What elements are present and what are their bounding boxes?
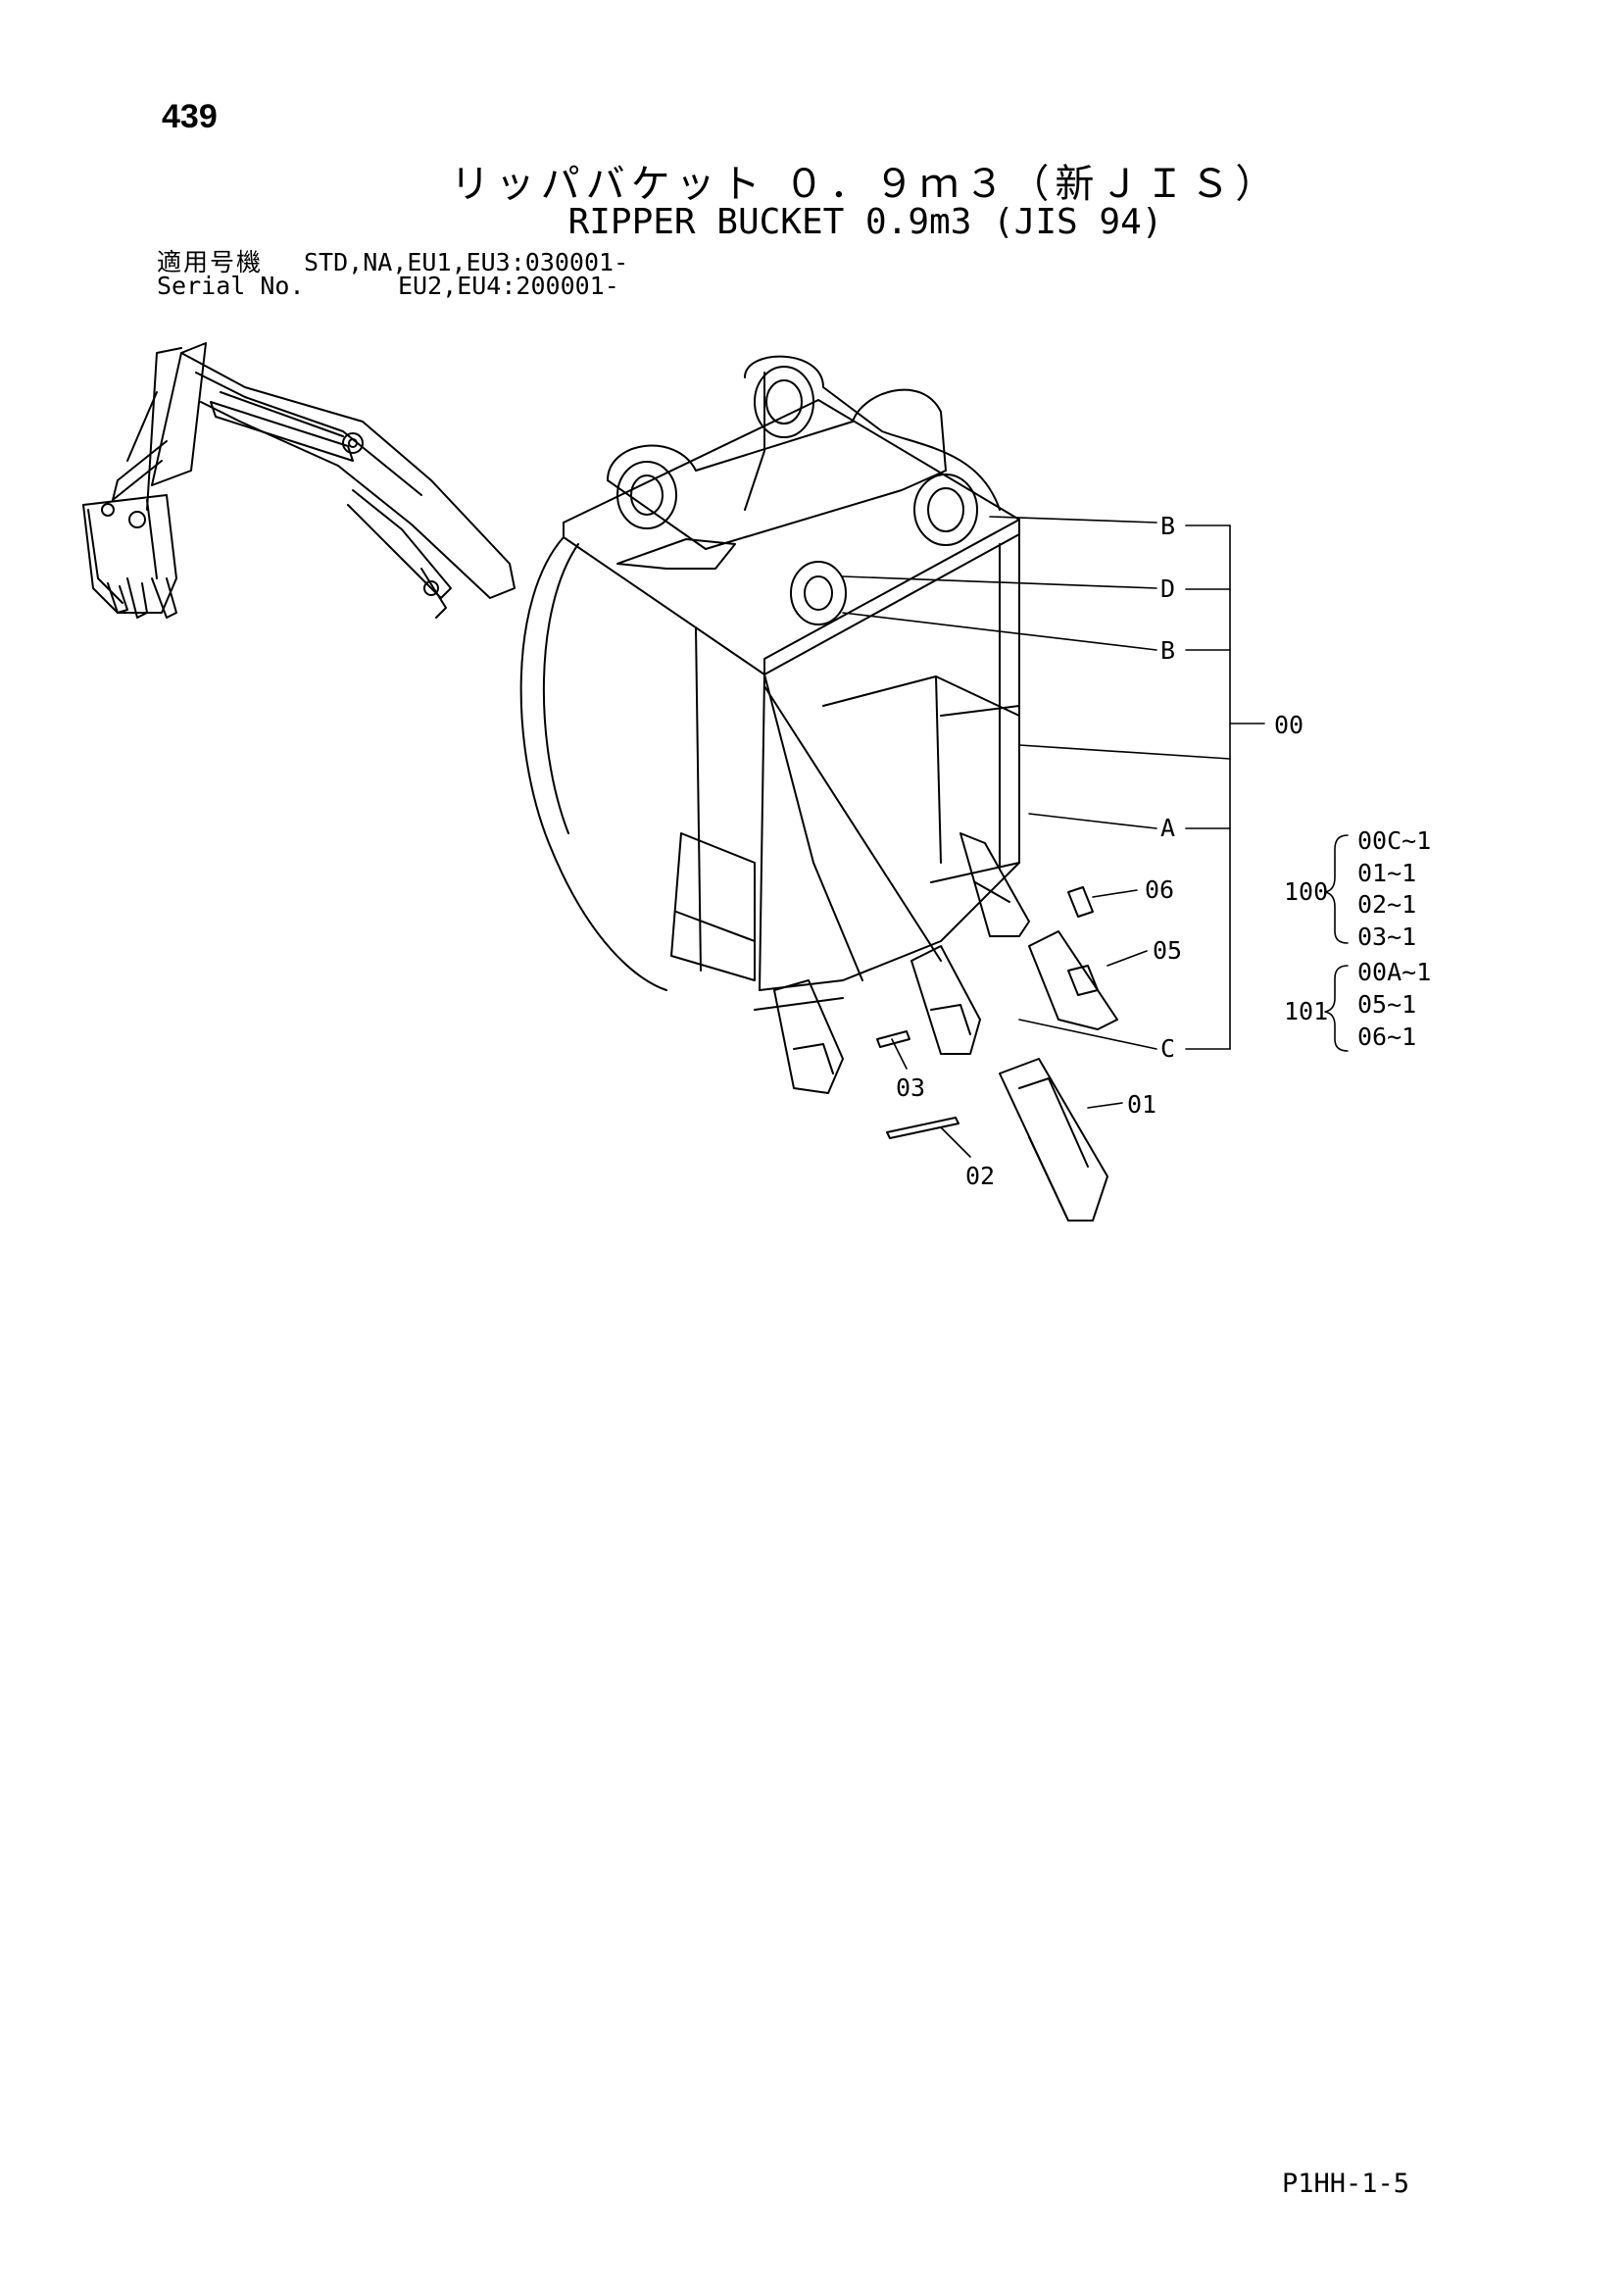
kit-101-item: 00A~1 — [1357, 958, 1431, 986]
serial-info: 適用号機 STD,NA,EU1,EU3:030001- Serial No. E… — [157, 248, 629, 300]
part-03-shape — [876, 1030, 910, 1048]
callout-b-mid: B — [1160, 636, 1175, 665]
callout-d: D — [1160, 574, 1175, 603]
serial-label-jp: 適用号機 — [157, 248, 264, 276]
kit-101-id: 101 — [1284, 997, 1328, 1025]
callout-05: 05 — [1153, 936, 1182, 965]
bucket-drawing — [519, 355, 1030, 1094]
part-02-shape — [886, 1117, 959, 1139]
callout-c: C — [1160, 1034, 1175, 1063]
serial-label-en: Serial No. — [157, 272, 305, 300]
part-06-shape — [1067, 886, 1094, 918]
part-05-shape — [1028, 930, 1118, 1030]
callout-03: 03 — [896, 1073, 925, 1102]
page-number: 439 — [162, 98, 218, 135]
serial-value-1: STD,NA,EU1,EU3:030001- — [304, 248, 629, 276]
footer-code: P1HH-1-5 — [1282, 2169, 1410, 2199]
title-english: RIPPER BUCKET 0.9m3 (JIS 94) — [567, 202, 1163, 242]
kit-100-item: 00C~1 — [1357, 826, 1431, 855]
title-japanese: リッパバケット ０．９ｍ３（新ＪＩＳ） — [450, 162, 1281, 207]
kit-100-id: 100 — [1284, 877, 1328, 906]
kit-101-item: 05~1 — [1357, 990, 1416, 1019]
callout-06: 06 — [1145, 875, 1174, 904]
kit-100-item: 01~1 — [1357, 859, 1416, 887]
callout-a: A — [1160, 814, 1175, 842]
serial-value-2: EU2,EU4:200001- — [398, 272, 619, 300]
callout-b-top: B — [1160, 512, 1175, 540]
callout-02: 02 — [965, 1162, 995, 1190]
callout-labels: B D B 00 A C 06 05 03 01 02 100 00C~1 01… — [896, 512, 1431, 1190]
serial-row-1: 適用号機 STD,NA,EU1,EU3:030001- — [157, 248, 629, 276]
kit-100-item: 03~1 — [1357, 923, 1416, 951]
excavator-arm-thumbnail — [82, 342, 516, 619]
serial-row-2: Serial No. EU2,EU4:200001- — [157, 272, 628, 300]
kit-101-item: 06~1 — [1357, 1023, 1416, 1051]
callout-00: 00 — [1274, 711, 1303, 739]
kit-100-item: 02~1 — [1357, 890, 1416, 919]
leader-lines — [842, 516, 1349, 1158]
callout-01: 01 — [1127, 1090, 1156, 1119]
loose-parts — [876, 886, 1118, 1222]
part-01-shape — [999, 1058, 1108, 1222]
